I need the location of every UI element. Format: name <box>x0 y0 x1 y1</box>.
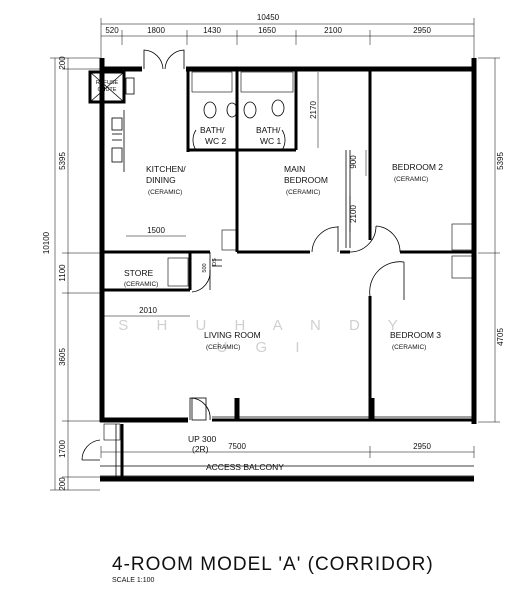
bath-fixtures <box>191 71 294 151</box>
top-dimensions: 10450 520 1800 1430 1650 2100 2950 <box>100 13 475 58</box>
dim-right-1: 5395 <box>496 152 505 170</box>
watermark-line-1: S H U H A N D Y <box>118 317 409 334</box>
refuse-chute <box>88 70 135 104</box>
dim-top-5: 2100 <box>324 26 342 35</box>
dim-left-2: 5395 <box>58 152 67 170</box>
bottom-dimensions: 7500 2950 <box>100 442 475 458</box>
kitchen-finish: (CERAMIC) <box>148 189 182 196</box>
kitchen-counter <box>111 110 125 172</box>
main-bedroom-label-1: MAIN <box>284 164 305 174</box>
plan-title: 4-ROOM MODEL 'A' (CORRIDOR) <box>112 554 434 575</box>
dim-left-4: 3605 <box>58 348 67 366</box>
left-dimensions: 10100 200 5395 1100 3605 1700 200 <box>42 56 100 491</box>
bedroom3-label: BEDROOM 3 <box>390 330 441 340</box>
bedroom3-finish: (CERAMIC) <box>392 344 426 351</box>
dim-left-total: 10100 <box>42 231 51 254</box>
refuse-chute-label-1: REFUSE <box>96 80 119 86</box>
bedroom2-finish: (CERAMIC) <box>394 176 428 183</box>
dim-left-6: 200 <box>58 477 67 491</box>
dim-left-5: 1700 <box>58 440 67 458</box>
dim-door-2100: 2100 <box>349 205 358 223</box>
dim-top-6: 2950 <box>413 26 431 35</box>
store-finish: (CERAMIC) <box>124 281 158 288</box>
dim-top-total: 10450 <box>257 13 280 22</box>
dim-top-1: 520 <box>105 26 119 35</box>
windows <box>212 150 351 267</box>
inner-dimensions: 2170 900 2100 1500 2010 500 <box>104 72 367 317</box>
living-room-finish: (CERAMIC) <box>206 344 240 351</box>
dim-window-900: 900 <box>349 155 358 169</box>
ds-label: DS <box>212 258 218 266</box>
balcony <box>100 423 474 482</box>
main-bedroom-label-2: BEDROOM <box>284 175 328 185</box>
right-dimensions: 5395 4705 <box>478 57 505 423</box>
refuse-chute-label-2: CHUTE <box>98 87 117 93</box>
main-bedroom-finish: (CERAMIC) <box>286 189 320 196</box>
living-room-label: LIVING ROOM <box>204 330 261 340</box>
watermark-line-2: U G I <box>216 339 311 356</box>
dim-right-2: 4705 <box>496 328 505 346</box>
interior-walls <box>102 69 474 420</box>
store-label: STORE <box>124 268 153 278</box>
bath1-label-2: WC 1 <box>260 136 282 146</box>
dim-left-3: 1100 <box>58 264 67 282</box>
access-balcony-label: ACCESS BALCONY <box>206 462 284 472</box>
tile-patches <box>167 223 473 287</box>
bath2-label-1: BATH/ <box>200 125 225 135</box>
kitchen-label-2: DINING <box>146 175 176 185</box>
doors <box>81 49 405 461</box>
bath2-label-2: WC 2 <box>205 136 227 146</box>
exterior-walls <box>99 58 477 424</box>
dim-top-2: 1800 <box>147 26 165 35</box>
kitchen-label-1: KITCHEN/ <box>146 164 186 174</box>
dim-bath-height: 2170 <box>309 101 318 119</box>
bedroom2-label: BEDROOM 2 <box>392 162 443 172</box>
dim-kitchen-1500: 1500 <box>147 226 165 235</box>
bath1-label-1: BATH/ <box>256 125 281 135</box>
plan-scale: SCALE 1:100 <box>112 577 155 584</box>
dim-ds-500: 500 <box>202 263 208 272</box>
entry-risers-label: (2R) <box>192 444 209 454</box>
dim-top-3: 1430 <box>203 26 221 35</box>
dim-store-2010: 2010 <box>139 306 157 315</box>
entry-up-label: UP 300 <box>188 434 216 444</box>
dim-top-4: 1650 <box>258 26 276 35</box>
dim-left-1: 200 <box>58 56 67 70</box>
dim-bottom-1: 7500 <box>228 442 246 451</box>
dim-bottom-2: 2950 <box>413 442 431 451</box>
